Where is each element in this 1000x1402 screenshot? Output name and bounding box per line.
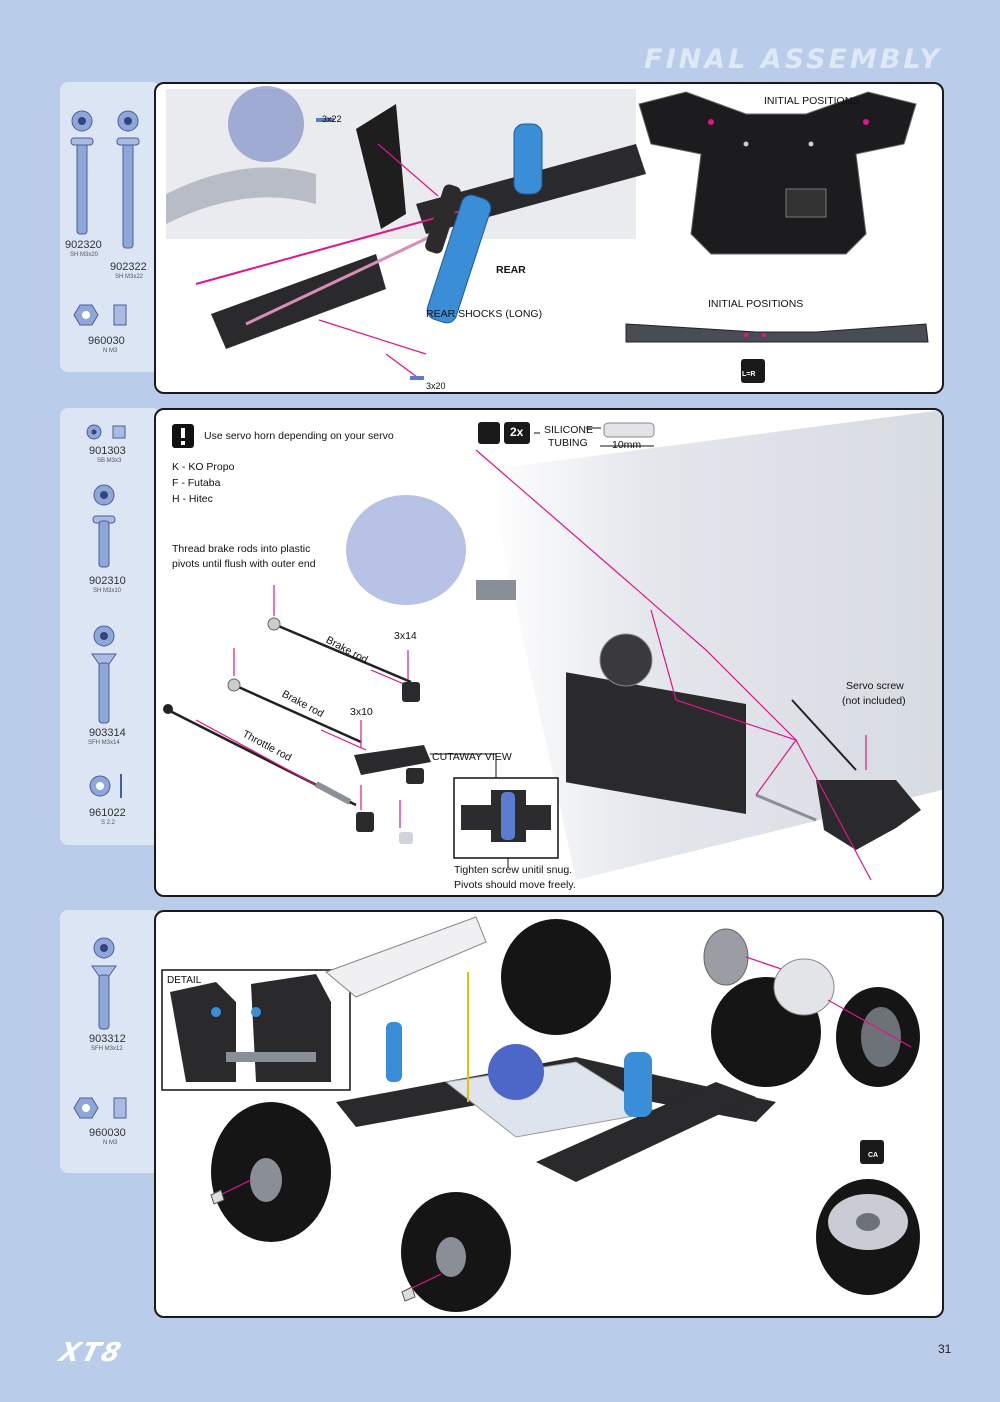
nut-icon	[73, 304, 127, 326]
screw-label: 3x20	[426, 381, 446, 391]
ca-glue-icon	[860, 1140, 884, 1164]
count-label: 2x	[510, 425, 524, 439]
part-number: 961022	[89, 807, 126, 819]
thread-instruction-label: pivots until flush with outer end	[172, 558, 316, 570]
warning-label: Use servo horn depending on your servo	[204, 430, 394, 442]
nut-icon	[73, 1097, 127, 1119]
throttle-linkage-illustration	[475, 449, 921, 881]
step1-illustration	[166, 86, 929, 383]
tighten-instruction-label: Tighten screw unitil snug.	[454, 864, 573, 876]
tighten-instruction-label: Pivots should move freely.	[454, 879, 576, 891]
detail-label: DETAIL	[167, 975, 202, 986]
part-desc: SB M3x3	[97, 458, 122, 464]
part-desc: S 2.2	[101, 820, 116, 826]
set-screw-icon	[86, 424, 126, 440]
silicone-tubing-label: TUBING	[548, 437, 588, 449]
page-number: 31	[938, 1342, 952, 1356]
rear-label: REAR	[496, 264, 526, 276]
step1-panel: 3x22 REAR REAR SHOCKS (LONG) 3x20 INITIA…	[154, 82, 944, 394]
part-desc: N M3	[103, 1140, 118, 1146]
part-desc: N M3	[103, 348, 118, 354]
lr-badge-label: L=R	[742, 371, 756, 378]
part-number: 960030	[88, 335, 125, 347]
exploded-wheel-illustration	[703, 928, 920, 1295]
step2-illustration	[163, 410, 942, 881]
servo-brand-label: F - Futaba	[172, 477, 221, 489]
part-number: 902322	[110, 261, 147, 273]
servo-brand-label: H - Hitec	[172, 493, 213, 505]
part-desc: SFH M3x12	[91, 1046, 123, 1052]
step2-panel: Use servo horn depending on your servo K…	[154, 408, 944, 897]
cutaway-box	[430, 753, 559, 868]
screw-icon	[70, 110, 94, 235]
part-desc: SH M3x22	[115, 274, 144, 280]
parts-graphics	[70, 110, 140, 326]
servo-saver-parts	[314, 682, 431, 844]
initial-positions-label: INITIAL POSITIONS	[708, 298, 804, 310]
part-number: 903314	[89, 727, 126, 739]
parts-rail-step2: 901303 SB M3x3 902310 SH M3x10 903314 SF…	[60, 408, 160, 845]
brake-rods-illustration	[163, 585, 419, 828]
truggy-illustration	[210, 916, 821, 1312]
parts-graphics	[86, 424, 126, 798]
tubing-length-label: 10mm	[612, 439, 642, 451]
step3-panel: DETAIL CA	[154, 910, 944, 1318]
detail-box	[161, 969, 351, 1091]
rear-brace-illustration	[625, 323, 929, 343]
brand-logo: XT8	[55, 1338, 126, 1368]
warning-icon	[172, 424, 194, 448]
screw-icon	[116, 110, 140, 249]
parts-rail-step1: 902320 SH M3x20 902322 SH M3x22 960030 N…	[60, 82, 160, 372]
rear-shocks-label: REAR SHOCKS (LONG)	[426, 308, 543, 320]
part-number: 960030	[89, 1127, 126, 1139]
ca-glue-label: CA	[868, 1152, 879, 1159]
screw-label: 3x14	[394, 630, 417, 642]
silicone-tubing-illustration	[534, 422, 655, 447]
tool-badge-icon	[478, 422, 530, 444]
countersunk-screw-icon	[91, 937, 117, 1030]
lr-badge-icon	[741, 359, 765, 383]
rear-chassis-illustration	[166, 86, 646, 381]
part-desc: SH M3x20	[70, 252, 99, 258]
part-number: 902310	[89, 575, 126, 587]
servo-screw-label: (not included)	[842, 695, 906, 707]
part-number: 901303	[89, 445, 126, 457]
thread-instruction-label: Thread brake rods into plastic	[172, 543, 311, 555]
countersunk-screw-icon	[91, 625, 117, 724]
washer-icon	[89, 774, 122, 798]
screw-icon	[92, 484, 116, 568]
parts-rail-step3: 903312 SFH M3x12 960030 N M3	[60, 910, 160, 1173]
page-title: FINAL ASSEMBLY	[644, 44, 942, 75]
parts-graphics	[73, 937, 127, 1119]
servo-screw-label: Servo screw	[846, 680, 904, 692]
initial-positions-label: INITIAL POSITIONS	[764, 95, 860, 107]
part-number: 902320	[65, 239, 102, 251]
screw-label: 3x10	[350, 706, 373, 718]
silicone-tubing-label: SILICONE	[544, 424, 594, 436]
screw-label: 3x22	[322, 114, 342, 124]
part-number: 903312	[89, 1033, 126, 1045]
cutaway-label: CUTAWAY VIEW	[432, 751, 512, 763]
shock-tower-illustration	[638, 91, 917, 255]
part-desc: SFH M3x14	[88, 740, 120, 746]
servo-brand-label: K - KO Propo	[172, 461, 235, 473]
step3-illustration	[161, 916, 920, 1312]
part-desc: SH M3x10	[93, 588, 122, 594]
